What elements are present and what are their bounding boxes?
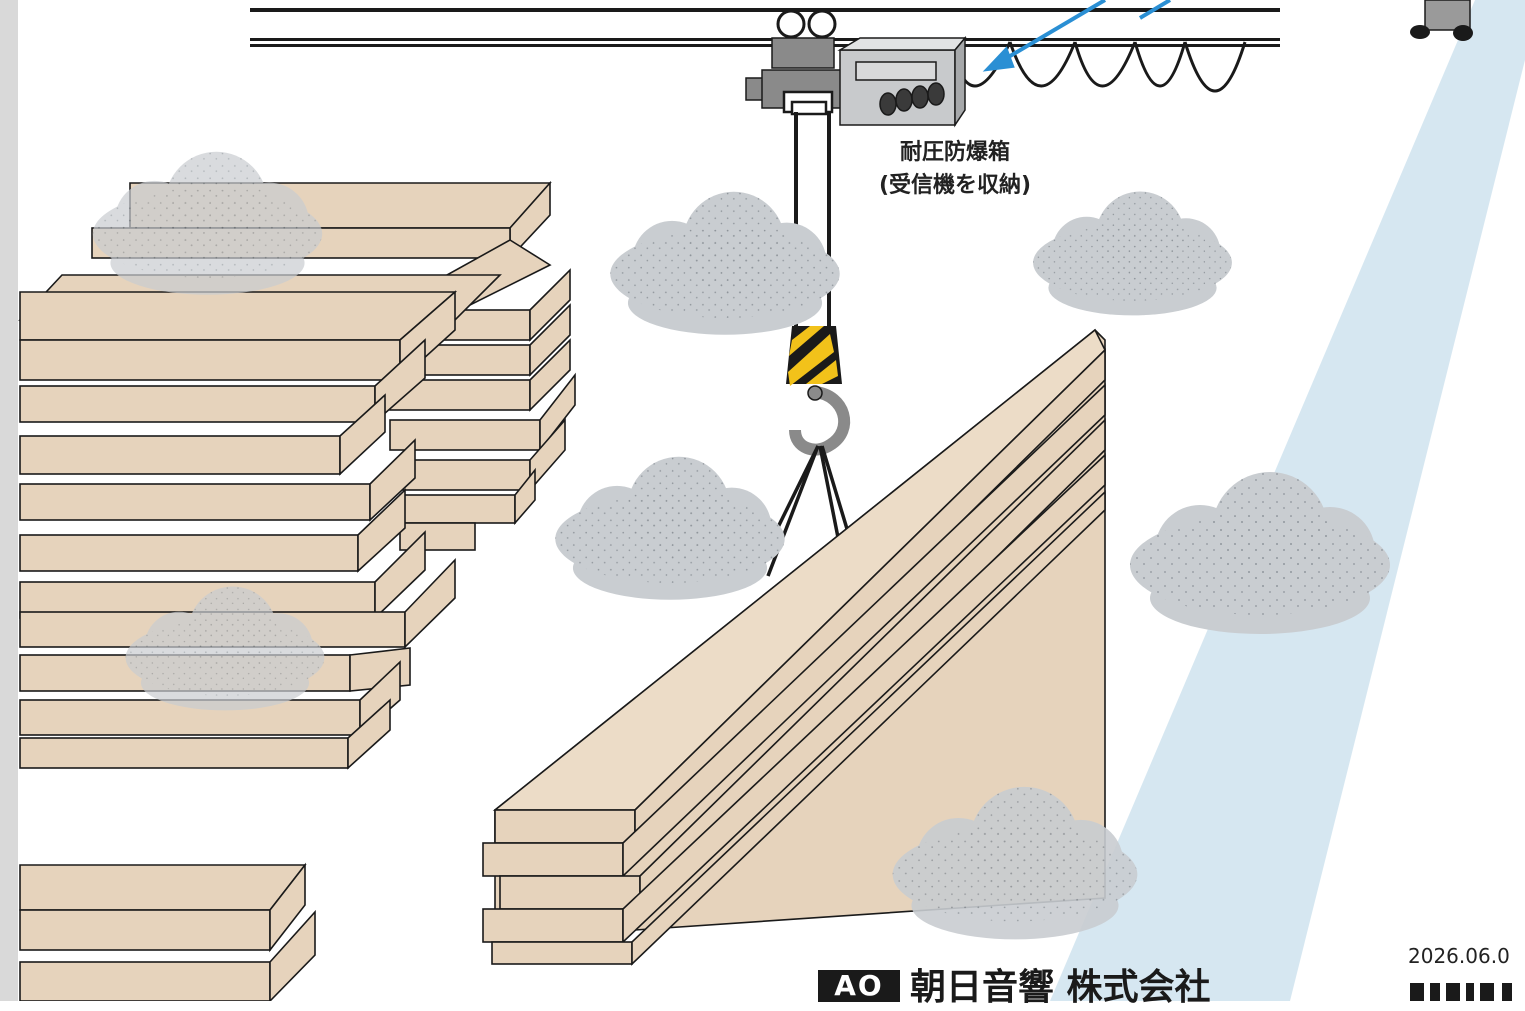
- enclosure-label: 耐圧防爆箱 (受信機を収納): [850, 136, 1060, 202]
- dust-cloud: [555, 456, 785, 600]
- company-logo: AO: [818, 970, 900, 1002]
- dust-cloud: [92, 151, 323, 295]
- front-lumber-stack: [18, 274, 502, 770]
- signal-arrows: [982, 0, 1172, 72]
- explosion-proof-box-icon: [837, 35, 967, 128]
- publish-date: 2026.06.0: [1408, 944, 1510, 968]
- company-footer: AO 朝日音響 株式会社: [818, 970, 1211, 1010]
- dust-cloud: [610, 191, 840, 335]
- enclosure-label-line2: (受信機を収納): [878, 173, 1032, 198]
- enclosure-label-line1: 耐圧防爆箱: [899, 140, 1010, 165]
- qr-code-icon: [1410, 980, 1525, 1001]
- bottom-left-lumber: [19, 862, 316, 1001]
- lifted-lumber-bundle: [482, 328, 1106, 966]
- operator-figure-icon: [1410, 0, 1473, 41]
- crane-girder: [250, 8, 1280, 47]
- crane-hook-icon: [786, 326, 851, 456]
- left-border: [0, 0, 18, 1001]
- dust-cloud: [1033, 191, 1232, 316]
- company-name: 朝日音響 株式会社: [910, 967, 1211, 1008]
